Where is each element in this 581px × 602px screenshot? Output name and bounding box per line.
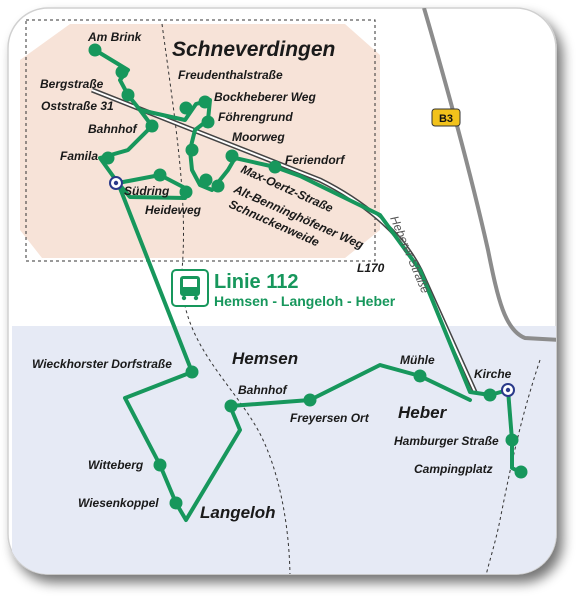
stop-heideweg[interactable] <box>179 185 193 199</box>
label-heideweg: Heideweg <box>145 203 202 217</box>
stop-am-brink[interactable] <box>88 43 102 57</box>
stop-bockheberer-weg[interactable] <box>198 95 212 109</box>
stop-hamburger-strasse[interactable] <box>505 433 519 447</box>
label-moorweg: Moorweg <box>232 130 285 144</box>
stop-kirche[interactable] <box>483 388 497 402</box>
stop-bahnhof-hemsen[interactable] <box>224 399 238 413</box>
town-hemsen: Hemsen <box>232 349 298 368</box>
district-boundary <box>161 23 291 574</box>
stop-feriendorf[interactable] <box>268 160 282 174</box>
l170-label: L170 <box>357 261 385 275</box>
stop-moorweg[interactable] <box>185 143 199 157</box>
stop-freyersen-ort[interactable] <box>303 393 317 407</box>
stops-schneverdingen <box>88 43 282 199</box>
label-bahnhof-schneverdingen: Bahnhof <box>88 122 138 136</box>
line-route: Hemsen - Langeloh - Heber <box>214 293 396 309</box>
town-langeloh: Langeloh <box>200 503 276 522</box>
town-heber: Heber <box>398 403 448 422</box>
label-hamburger-strasse: Hamburger Straße <box>394 434 499 448</box>
b3-label: B3 <box>439 113 453 125</box>
schneverdingen-area <box>20 24 380 258</box>
stop-max-oertz-strasse[interactable] <box>225 149 239 163</box>
label-witteberg: Witteberg <box>88 458 144 472</box>
schneverdingen-boundary <box>25 19 376 262</box>
stop-wieckhorster-dorfstrasse[interactable] <box>185 365 199 379</box>
label-kirche: Kirche <box>474 367 512 381</box>
line-legend: Linie 112 Hemsen - Langeloh - Heber <box>171 269 396 309</box>
label-bahnhof-hemsen: Bahnhof <box>238 383 288 397</box>
bus-icon <box>171 269 209 307</box>
label-feriendorf: Feriendorf <box>285 153 345 167</box>
label-wieckhorster-dorfstrasse: Wieckhorster Dorfstraße <box>32 357 172 371</box>
label-am-brink: Am Brink <box>87 30 143 44</box>
stop-famila[interactable] <box>101 151 115 165</box>
train-station-heber-icon <box>501 383 515 397</box>
stop-alt-benninghoefener-weg[interactable] <box>211 179 225 193</box>
label-famila: Famila <box>60 149 98 163</box>
label-campingplatz: Campingplatz <box>414 462 493 476</box>
stops-south <box>153 365 528 510</box>
stop-wiesenkoppel[interactable] <box>169 496 183 510</box>
label-muehle: Mühle <box>400 353 435 367</box>
label-freudenthalstrasse: Freudenthalstraße <box>178 68 283 82</box>
b3-badge: B3 <box>431 108 461 127</box>
line-number: Linie 112 <box>214 271 299 293</box>
train-station-icon <box>109 176 123 190</box>
label-oststrasse-31: Oststraße 31 <box>41 99 114 113</box>
label-wiesenkoppel: Wiesenkoppel <box>78 496 159 510</box>
stop-witteberg[interactable] <box>153 458 167 472</box>
town-schneverdingen: Schneverdingen <box>172 38 335 61</box>
stop-schnuckenweide[interactable] <box>199 173 213 187</box>
stop-bergstrasse[interactable] <box>115 65 129 79</box>
stop-bahnhof-schneverdingen[interactable] <box>145 119 159 133</box>
label-bockheberer-weg: Bockheberer Weg <box>214 90 316 104</box>
b3-highway <box>422 8 556 342</box>
east-boundary <box>484 359 541 574</box>
label-foehrengrund: Föhrengrund <box>218 110 293 124</box>
label-bergstrasse: Bergstraße <box>40 77 104 91</box>
label-suedring: Südring <box>124 184 170 198</box>
stop-campingplatz[interactable] <box>514 465 528 479</box>
stop-freudenthalstrasse[interactable] <box>179 101 193 115</box>
stop-foehrengrund[interactable] <box>201 115 215 129</box>
stop-oststrasse-31[interactable] <box>121 88 135 102</box>
label-freyersen-ort: Freyersen Ort <box>290 411 370 425</box>
stop-suedring[interactable] <box>153 168 167 182</box>
stop-muehle[interactable] <box>413 369 427 383</box>
